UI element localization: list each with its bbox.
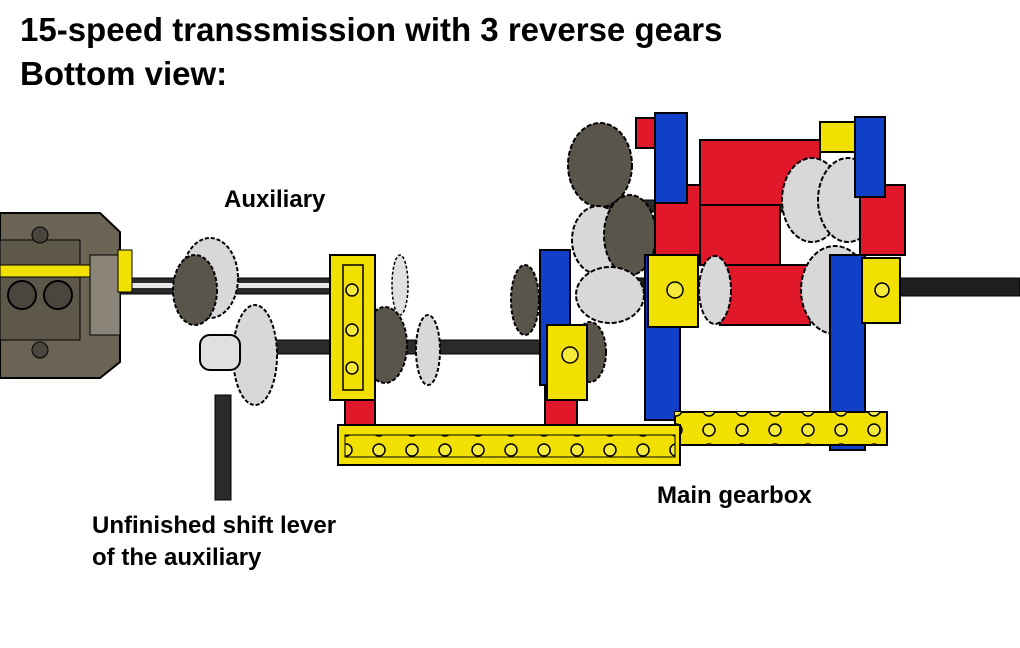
yellow-beams (329, 121, 901, 466)
shift-lever-label: Unfinished shift lever of the auxiliary (92, 510, 336, 574)
title-line-1: 15-speed transsmission with 3 reverse ge… (20, 11, 723, 48)
housing-block (0, 212, 133, 379)
title-line-2: Bottom view: (20, 55, 228, 92)
auxiliary-label: Auxiliary (224, 186, 326, 213)
main-gearbox-label: Main gearbox (657, 482, 812, 509)
shift-lever-label-line-2: of the auxiliary (92, 544, 262, 571)
shift-lever-label-line-1: Unfinished shift lever (92, 512, 337, 539)
page-title: 15-speed transsmission with 3 reverse ge… (20, 8, 723, 96)
